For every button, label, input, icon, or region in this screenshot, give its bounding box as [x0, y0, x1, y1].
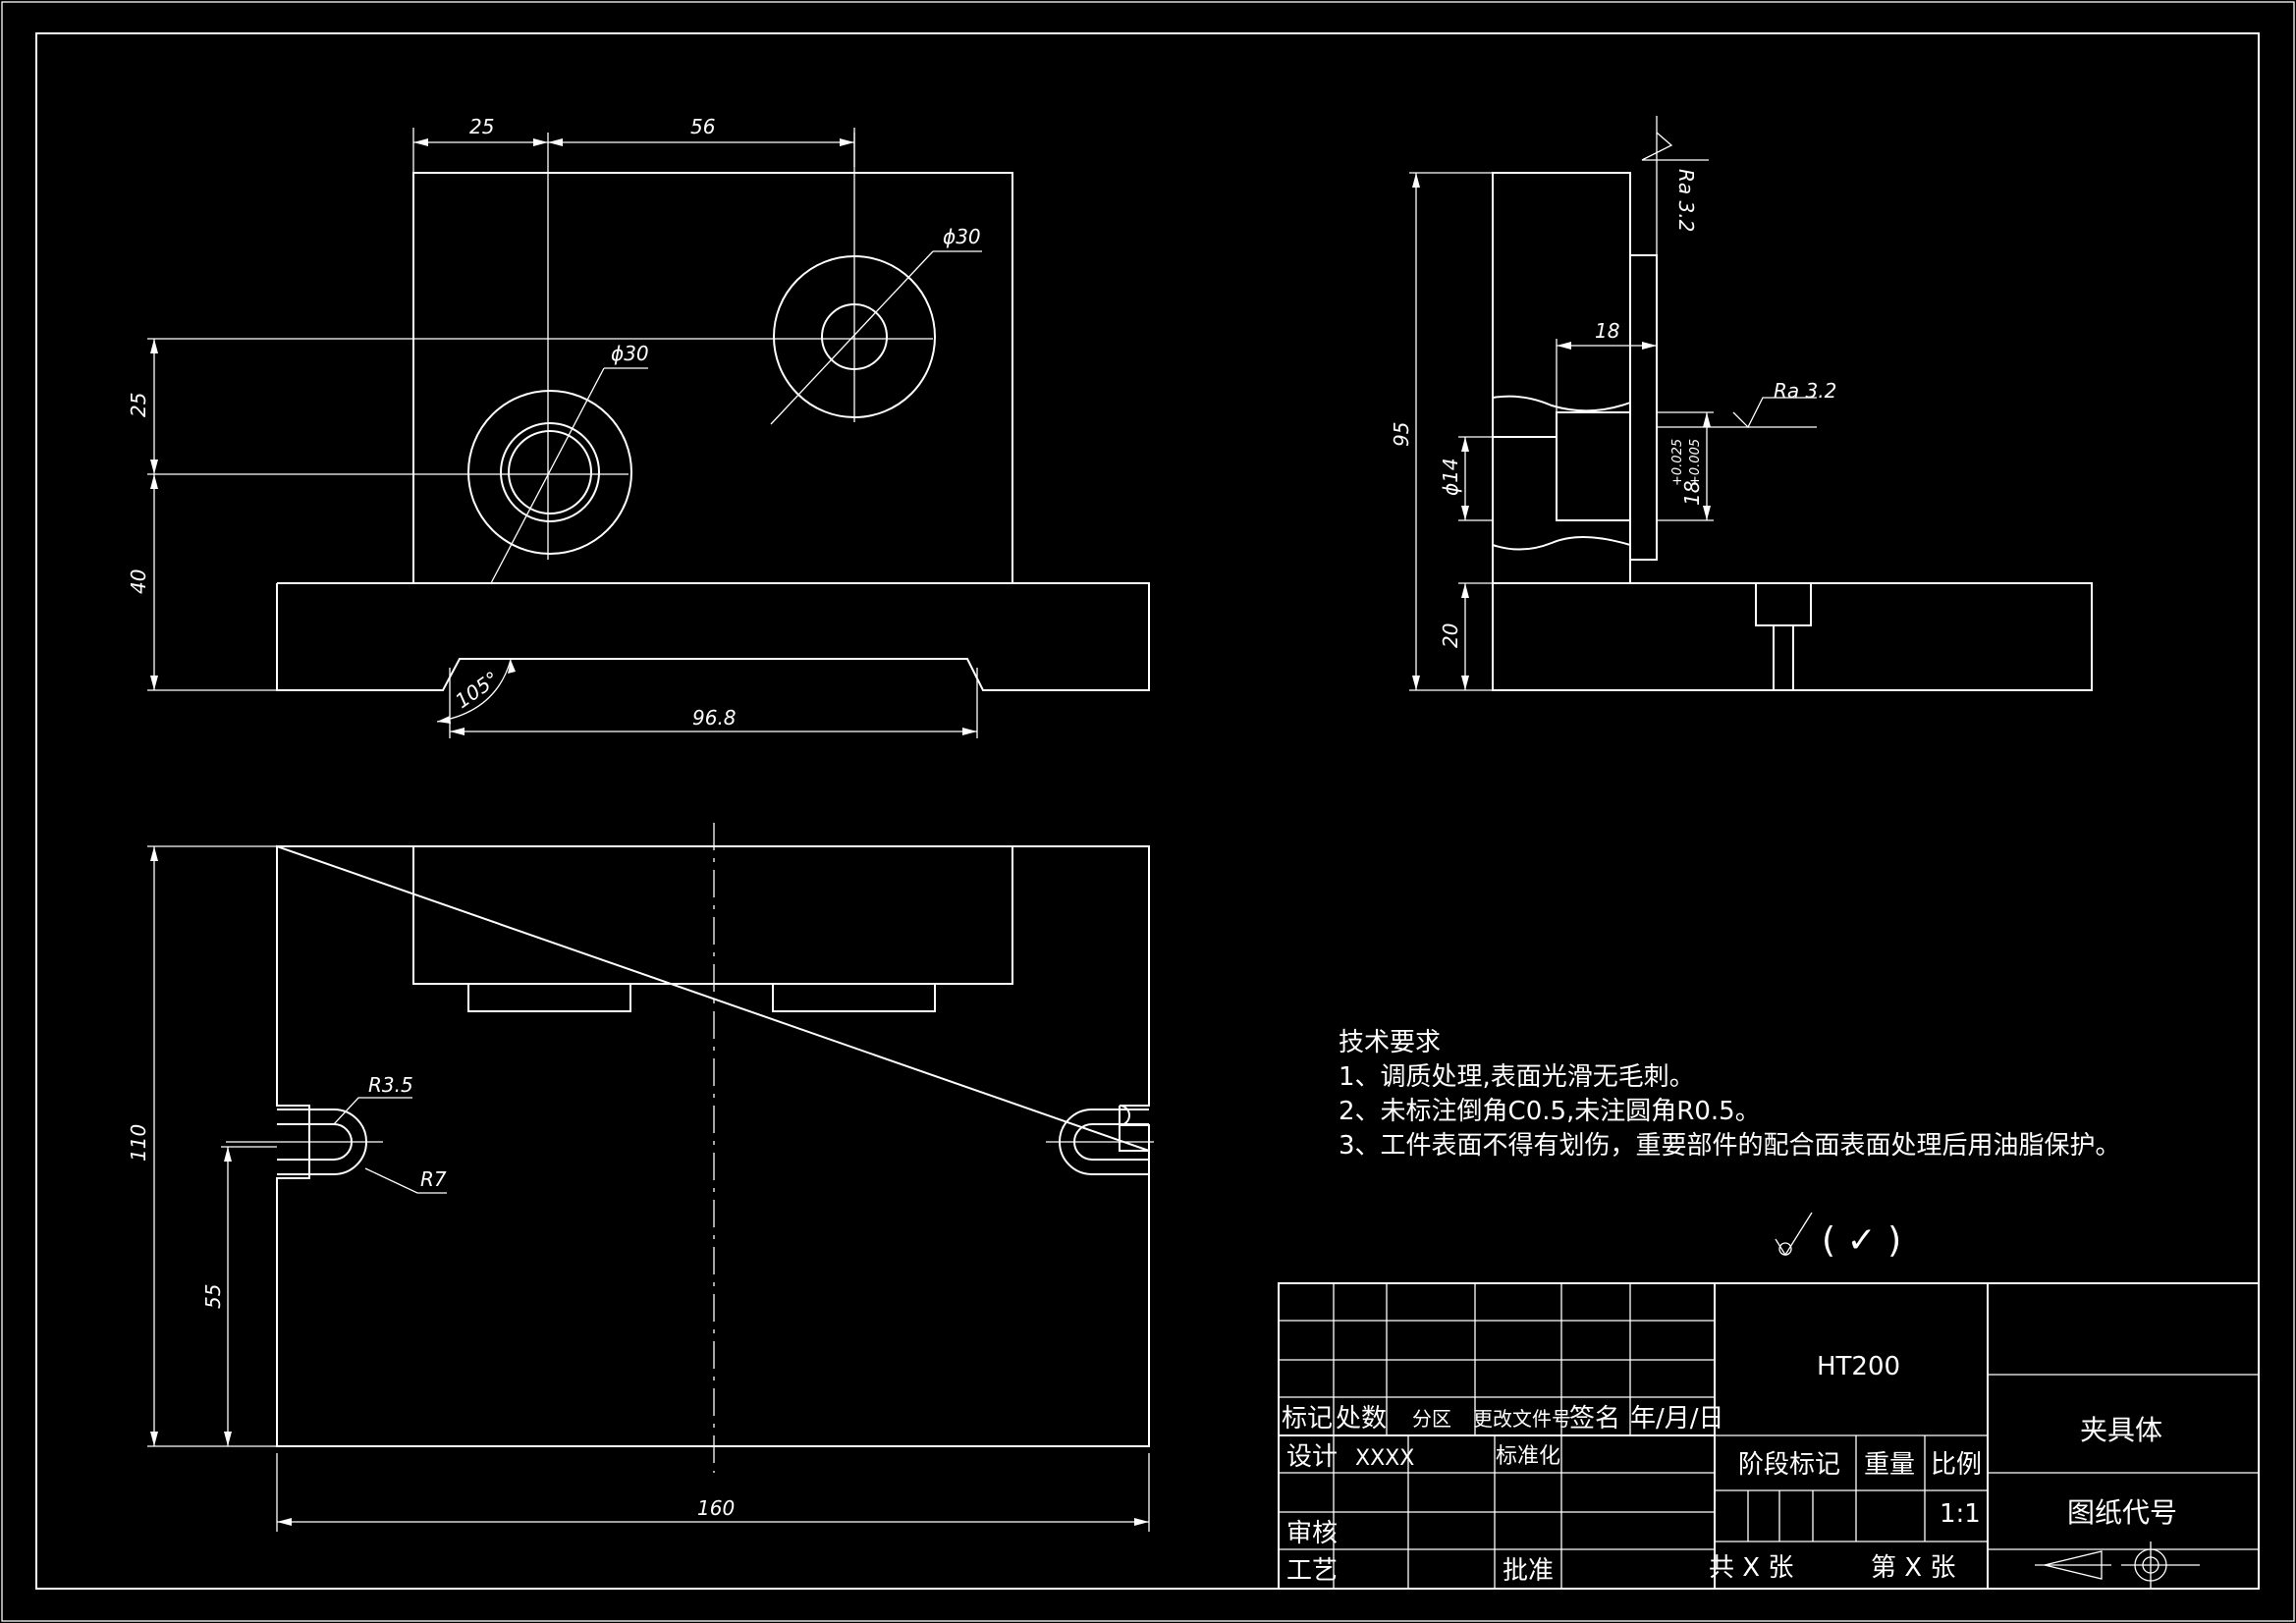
tb-standard: 标准化	[1496, 1444, 1560, 1469]
notes-title: 技术要求	[1339, 1028, 1441, 1057]
roughness-ra-top: Ra 3.2	[1674, 169, 1698, 232]
tb-total-sheets: 共 X 张	[1709, 1553, 1793, 1583]
dim-20: 20	[1439, 623, 1462, 648]
dim-40: 40	[127, 569, 150, 594]
dim-110: 110	[127, 1124, 150, 1162]
tb-review: 审核	[1286, 1519, 1338, 1548]
tb-scale: 1:1	[1940, 1499, 1981, 1529]
dim-tol-lower: +0.005	[1688, 439, 1703, 486]
roughness-note: ( ✓ )	[1822, 1220, 1901, 1261]
dim-tol-upper: +0.025	[1670, 439, 1685, 486]
tb-designer: XXXX	[1355, 1446, 1414, 1471]
tb-mark: 标记	[1282, 1404, 1333, 1434]
tb-weight: 重量	[1864, 1450, 1915, 1480]
dim-105-angle: 105°	[451, 667, 503, 713]
title-block-lines	[1278, 1282, 2260, 1590]
tb-approve: 批准	[1503, 1556, 1554, 1586]
tb-sign: 签名	[1569, 1404, 1620, 1434]
top-view	[147, 823, 1154, 1532]
dim-56: 56	[690, 115, 715, 138]
dim-96-8: 96.8	[692, 706, 737, 730]
tb-zone: 分区	[1412, 1407, 1451, 1431]
dim-25-left: 25	[127, 393, 150, 417]
notes-item-2: 2、未标注倒角C0.5,未注圆角R0.5。	[1339, 1097, 1761, 1126]
dim-160: 160	[697, 1496, 735, 1520]
side-view	[1409, 116, 2093, 691]
dim-55: 55	[201, 1284, 225, 1309]
dim-25-top: 25	[469, 115, 494, 138]
roughness-symbol	[1775, 1212, 1813, 1257]
tb-process: 工艺	[1286, 1556, 1338, 1586]
dim-phi30-right: ϕ30	[943, 225, 981, 248]
tb-date: 年/月/日	[1630, 1404, 1724, 1434]
dim-r3-5: R3.5	[368, 1073, 413, 1097]
dim-95: 95	[1390, 422, 1413, 447]
dim-18-tol: 18	[1680, 481, 1704, 506]
tb-scale-label: 比例	[1931, 1450, 1982, 1480]
notes-item-1: 1、调质处理,表面光滑无毛刺。	[1339, 1062, 1695, 1092]
roughness-ra-mid: Ra 3.2	[1774, 379, 1836, 403]
tb-doc: 更改文件号	[1473, 1407, 1571, 1431]
tb-design: 设计	[1286, 1442, 1338, 1472]
dim-phi14: ϕ14	[1439, 458, 1462, 496]
tb-stage: 阶段标记	[1738, 1450, 1840, 1480]
inner-frame	[35, 32, 2260, 1590]
tb-sheet-no: 第 X 张	[1871, 1553, 1955, 1583]
tb-material: HT200	[1817, 1352, 1900, 1381]
tb-drawing-no: 图纸代号	[2067, 1496, 2177, 1529]
tb-count: 处数	[1336, 1404, 1387, 1434]
front-view	[147, 128, 1150, 738]
dim-r7: R7	[420, 1167, 447, 1191]
notes-item-3: 3、工件表面不得有划伤，重要部件的配合面表面处理后用油脂保护。	[1339, 1131, 2121, 1161]
tb-part-name: 夹具体	[2080, 1414, 2162, 1446]
dim-phi30-left: ϕ30	[611, 342, 649, 365]
dim-18: 18	[1595, 319, 1619, 343]
